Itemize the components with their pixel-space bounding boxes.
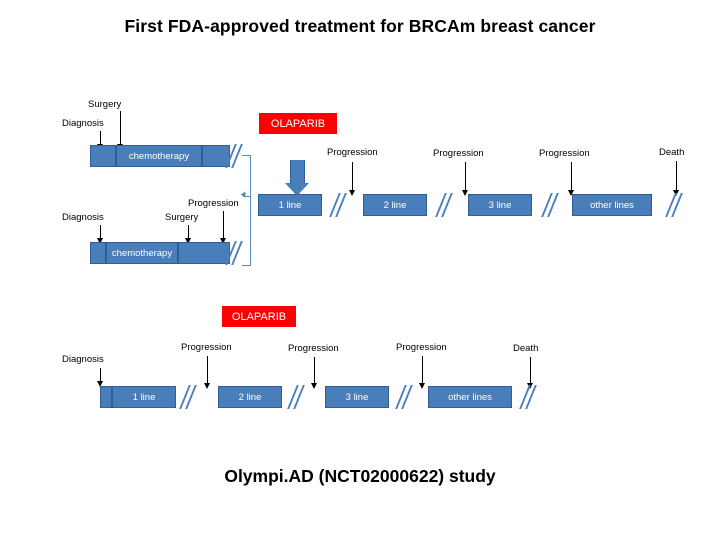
arrow-event-bottom-3 (419, 356, 425, 389)
bar-line-bottom-4: other lines (428, 386, 512, 408)
olaparib-box-bottom: OLAPARIB (222, 306, 296, 327)
bar-line-bottom-2: 2 line (218, 386, 282, 408)
label-diagnosis-bottom: Diagnosis (62, 354, 104, 365)
arrow-event-middle-1 (349, 162, 355, 196)
page-title: First FDA-approved treatment for BRCAm b… (124, 16, 596, 36)
study-caption: Olympi.AD (NCT02000622) study (224, 466, 496, 486)
bar-tail-middle-lower (90, 242, 106, 264)
break-mark-middle-1 (329, 193, 347, 217)
bar-chemotherapy-middle: chemotherapy (106, 242, 178, 264)
label-event-middle-2: Progression (433, 148, 484, 159)
break-mark-bottom-3 (395, 385, 413, 409)
bar-tail-middle-lower-2 (178, 242, 230, 264)
break-mark-middle-lower (225, 241, 243, 265)
arrow-event-middle-2 (462, 162, 468, 196)
bar-line-middle-1: 1 line (258, 194, 322, 216)
arrow-olaparib-to-1line (285, 160, 309, 196)
arrow-diagnosis-middle (97, 225, 103, 244)
connector-top (242, 155, 251, 156)
bar-tail-bottom (100, 386, 112, 408)
bar-line-bottom-3: 3 line (325, 386, 389, 408)
arrow-surgery-middle (185, 225, 191, 244)
connector-vertical (250, 155, 251, 265)
arrow-event-bottom-1 (204, 356, 210, 389)
arrow-event-middle-3 (568, 162, 574, 196)
connector-mid-arm (243, 196, 251, 197)
arrow-progression-middle-pre (220, 211, 226, 244)
break-mark-middle-2 (435, 193, 453, 217)
bar-chemotherapy-top: chemotherapy (116, 145, 202, 167)
connector-bottom (242, 265, 251, 266)
label-event-bottom-3: Progression (396, 342, 447, 353)
label-surgery-middle: Surgery (165, 212, 199, 223)
label-diagnosis-top: Diagnosis (62, 118, 104, 129)
break-mark-top (225, 144, 243, 168)
label-event-middle-1: Progression (327, 147, 378, 158)
arrow-diagnosis-bottom (97, 368, 103, 387)
olaparib-box-top: OLAPARIB (259, 113, 337, 134)
bar-line-bottom-1: 1 line (112, 386, 176, 408)
label-diagnosis-middle: Diagnosis (62, 212, 104, 223)
arrow-event-middle-4 (673, 161, 679, 196)
break-mark-bottom-4 (519, 385, 537, 409)
bar-line-middle-3: 3 line (468, 194, 532, 216)
label-event-middle-4: Death (659, 147, 685, 158)
label-progression-middle-pre: Progression (188, 198, 239, 209)
connector-arrowhead (240, 191, 246, 198)
bar-tail-top (90, 145, 116, 167)
label-event-middle-3: Progression (539, 148, 590, 159)
break-mark-middle-3 (541, 193, 559, 217)
label-event-bottom-4: Death (513, 343, 539, 354)
label-event-bottom-1: Progression (181, 342, 232, 353)
bar-line-middle-2: 2 line (363, 194, 427, 216)
break-mark-bottom-1 (179, 385, 197, 409)
arrow-event-bottom-2 (311, 357, 317, 389)
connector-mid (250, 190, 251, 191)
label-surgery-top: Surgery (88, 99, 122, 110)
label-event-bottom-2: Progression (288, 343, 339, 354)
break-mark-middle-4 (665, 193, 683, 217)
bar-line-middle-4: other lines (572, 194, 652, 216)
break-mark-bottom-2 (287, 385, 305, 409)
